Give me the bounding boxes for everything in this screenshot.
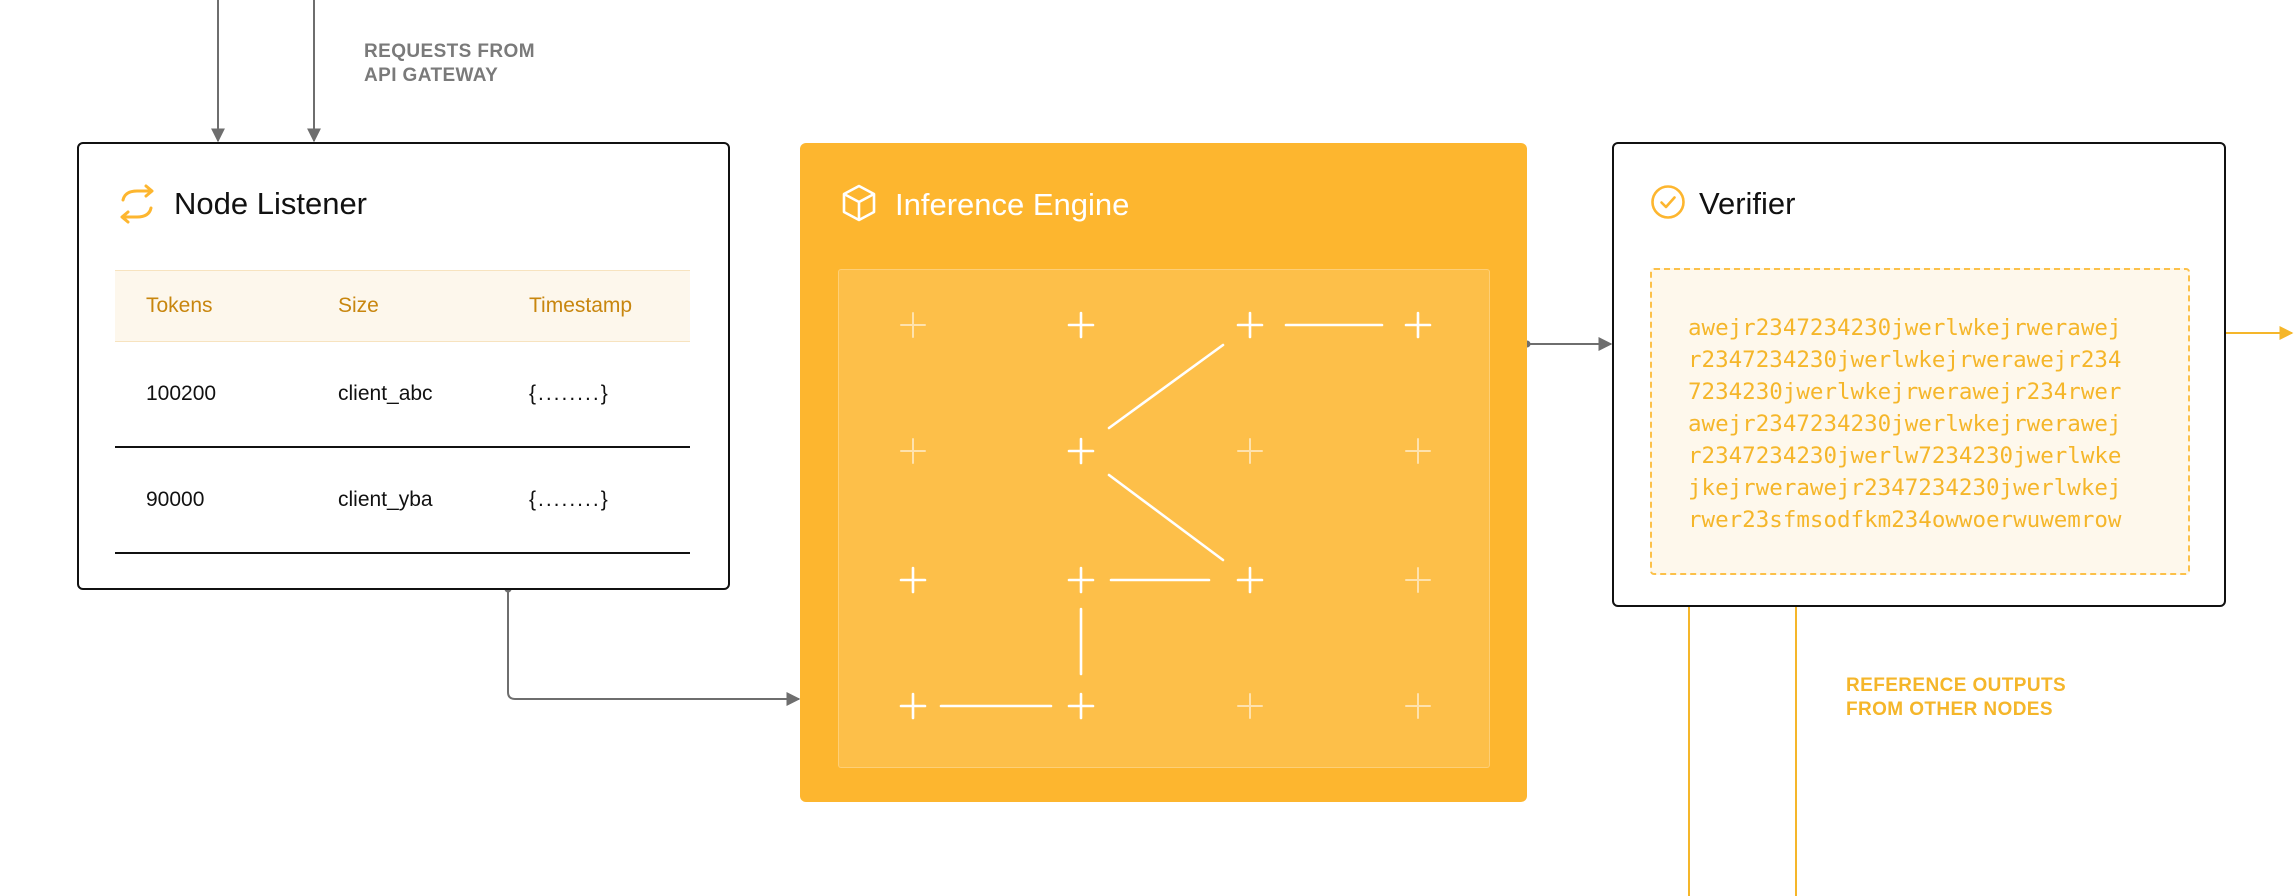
node-listener-box: Node Listener Tokens Size Timestamp 1002… — [77, 142, 730, 590]
column-header-tokens: Tokens — [146, 294, 213, 317]
refresh-icon — [120, 184, 154, 224]
hash-line: 7234230jwerlwkejrwerawejr234rwer — [1688, 379, 2122, 405]
inference-engine-box: Inference Engine — [800, 143, 1527, 802]
hash-line: awejr2347234230jwerlwkejrwerawej — [1688, 315, 2122, 341]
network-node-inactive — [1405, 438, 1431, 464]
cell-tokens: 100200 — [146, 382, 217, 405]
network-node-active — [1404, 311, 1432, 339]
column-header-timestamp: Timestamp — [529, 294, 633, 317]
output-hash-panel: awejr2347234230jwerlwkejrwerawej r234723… — [1650, 268, 2190, 575]
network-node-active — [1067, 692, 1095, 720]
cell-size: client_abc — [338, 382, 433, 405]
network-node-active — [1236, 311, 1264, 339]
network-edge — [1107, 473, 1225, 562]
listener-to-engine-arrow — [507, 589, 801, 706]
gateway-caption-line-2: API GATEWAY — [364, 65, 499, 86]
network-node-inactive — [1237, 438, 1263, 464]
inference-engine-title: Inference Engine — [895, 187, 1130, 222]
network-node-inactive — [900, 312, 926, 338]
network-node-active — [899, 566, 927, 594]
hash-line: awejr2347234230jwerlwkejrwerawej — [1688, 411, 2122, 437]
network-node-active — [1067, 311, 1095, 339]
hash-line: r2347234230jwerlw7234230jwerlwke — [1688, 443, 2122, 469]
hash-line: jkejrwerawejr2347234230jwerlwkej — [1688, 475, 2122, 501]
reference-caption-line-2: FROM OTHER NODES — [1846, 699, 2053, 720]
gateway-caption-line-1: REQUESTS FROM — [364, 41, 535, 62]
network-node-active — [1067, 437, 1095, 465]
hash-line: rwer23sfmsodfkm234owwoerwuwemrow — [1688, 507, 2122, 533]
table-row: 90000 client_yba {........} — [115, 448, 690, 554]
column-header-size: Size — [338, 294, 379, 317]
neural-network-grid — [838, 269, 1490, 768]
network-node-inactive — [900, 438, 926, 464]
cell-size: client_yba — [338, 488, 433, 511]
network-node-active — [1236, 566, 1264, 594]
node-listener-title: Node Listener — [174, 186, 368, 221]
hash-line: r2347234230jwerlwkejrwerawejr234 — [1688, 347, 2122, 373]
network-edge — [1107, 343, 1225, 430]
reference-caption-line-1: REFERENCE OUTPUTS — [1846, 675, 2067, 696]
table-header: Tokens Size Timestamp — [115, 270, 690, 342]
verifier-title: Verifier — [1699, 186, 1796, 221]
network-node-active — [1067, 566, 1095, 594]
network-node-inactive — [1405, 693, 1431, 719]
network-node-inactive — [1237, 693, 1263, 719]
table-row: 100200 client_abc {........} — [115, 342, 690, 448]
gateway-caption: REQUESTS FROM API GATEWAY — [364, 40, 535, 88]
cell-timestamp: {........} — [529, 488, 610, 511]
network-node-active — [899, 692, 927, 720]
cube-icon — [842, 184, 876, 222]
cell-tokens: 90000 — [146, 488, 205, 511]
cell-timestamp: {........} — [529, 382, 610, 405]
check-circle-icon — [1651, 185, 1685, 219]
network-graphic — [899, 311, 1432, 720]
network-node-inactive — [1405, 567, 1431, 593]
verifier-box: Verifier awejr2347234230jwerlwkejrwerawe… — [1612, 142, 2226, 607]
reference-caption: REFERENCE OUTPUTS FROM OTHER NODES — [1846, 674, 2066, 722]
requests-table: Tokens Size Timestamp 100200 client_abc … — [115, 270, 690, 554]
